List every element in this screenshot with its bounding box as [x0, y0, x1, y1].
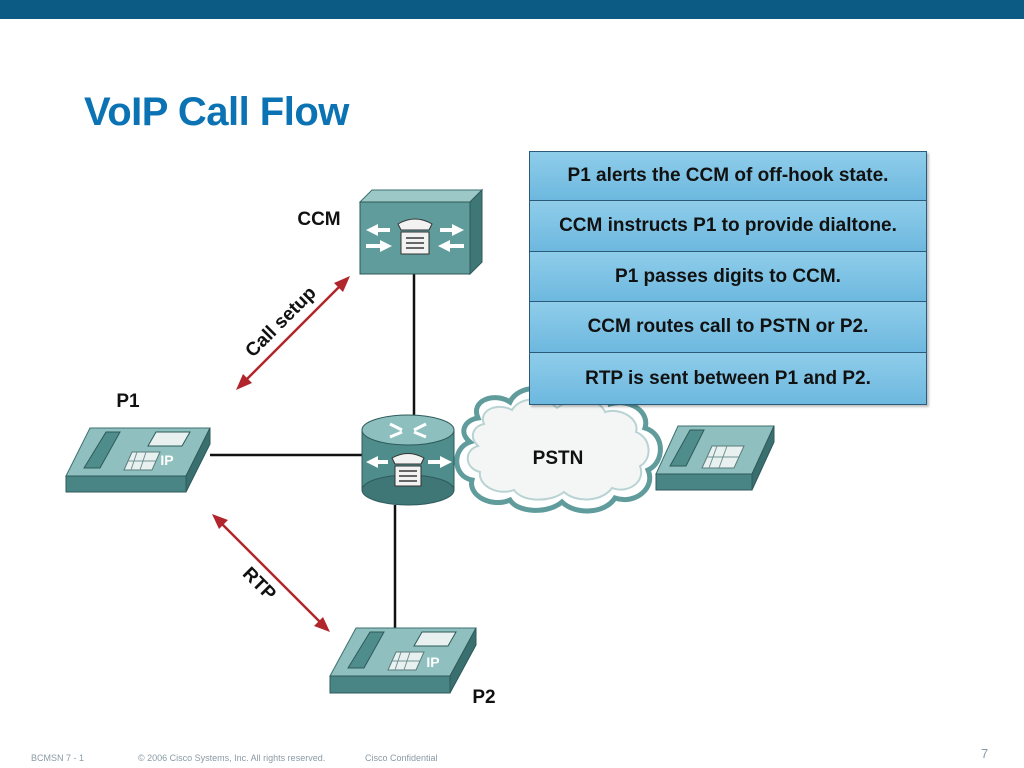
connection-lines: [210, 272, 416, 632]
step-1: P1 alerts the CCM of off-hook state.: [530, 152, 926, 201]
p1-ip-phone-icon: [65, 427, 211, 493]
p2-ip-badge: IP: [426, 654, 439, 670]
p2-ip-phone-icon: [329, 627, 477, 694]
footer-copyright: © 2006 Cisco Systems, Inc. All rights re…: [138, 753, 326, 763]
p2-label: P2: [472, 687, 495, 708]
p1-label: P1: [116, 391, 140, 412]
step-2: CCM instructs P1 to provide dialtone.: [530, 201, 926, 252]
footer-course: BCMSN 7 - 1: [31, 753, 85, 763]
pstn-label: PSTN: [533, 448, 584, 469]
step-5: RTP is sent between P1 and P2.: [530, 353, 926, 404]
pstn-cloud-icon: [454, 385, 663, 514]
step-4: CCM routes call to PSTN or P2.: [530, 302, 926, 353]
step-3: P1 passes digits to CCM.: [530, 252, 926, 302]
rtp-arrow: [212, 514, 330, 632]
call-flow-steps: P1 alerts the CCM of off-hook state. CCM…: [529, 151, 927, 405]
page-number: 7: [981, 746, 989, 761]
slide-title: VoIP Call Flow: [84, 90, 349, 134]
p1-ip-badge: IP: [160, 452, 173, 468]
ccm-label: CCM: [297, 209, 340, 230]
call-setup-label: Call setup: [242, 283, 321, 362]
footer-confidential: Cisco Confidential: [365, 753, 438, 763]
header-bar: [0, 0, 1024, 19]
router-icon: [361, 414, 455, 506]
ccm-server-icon: [358, 188, 484, 276]
pstn-phone-icon: [655, 425, 775, 491]
rtp-label: RTP: [238, 563, 280, 605]
call-setup-arrow: [236, 276, 350, 390]
